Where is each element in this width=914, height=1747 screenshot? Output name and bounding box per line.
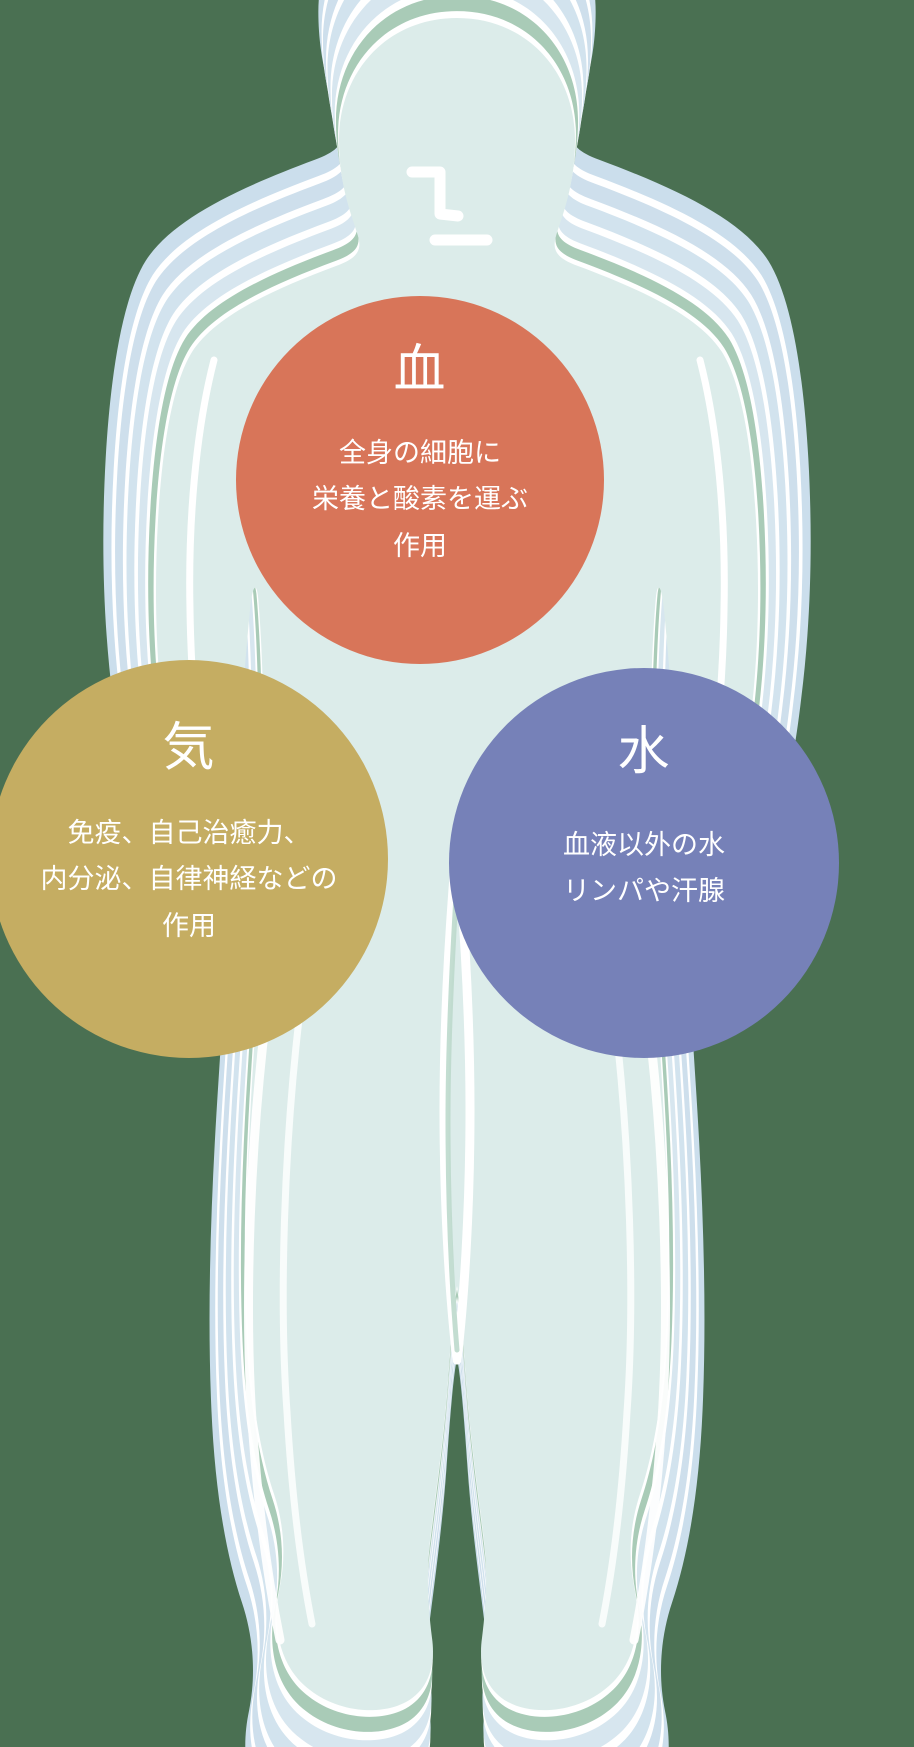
concept-circle-sui[interactable]: 水 血液以外の水 リンパや汗腺 [449, 668, 839, 1058]
nose-icon [406, 166, 464, 222]
concept-circle-ketsu[interactable]: 血 全身の細胞に 栄養と酸素を運ぶ 作用 [236, 296, 604, 664]
face-features [406, 166, 493, 246]
circle-kanji-ketsu: 血 [393, 340, 447, 400]
circle-description-ki: 免疫、自己治癒力、 内分泌、自律神経などの 作用 [40, 818, 338, 941]
circle-description-sui: 血液以外の水 リンパや汗腺 [563, 830, 725, 907]
circle-description-ketsu: 全身の細胞に 栄養と酸素を運ぶ 作用 [312, 438, 528, 561]
circle-kanji-ki: 気 [162, 718, 216, 778]
concept-circle-ki[interactable]: 気 免疫、自己治癒力、 内分泌、自律神経などの 作用 [0, 660, 388, 1058]
circle-kanji-sui: 水 [617, 722, 671, 782]
